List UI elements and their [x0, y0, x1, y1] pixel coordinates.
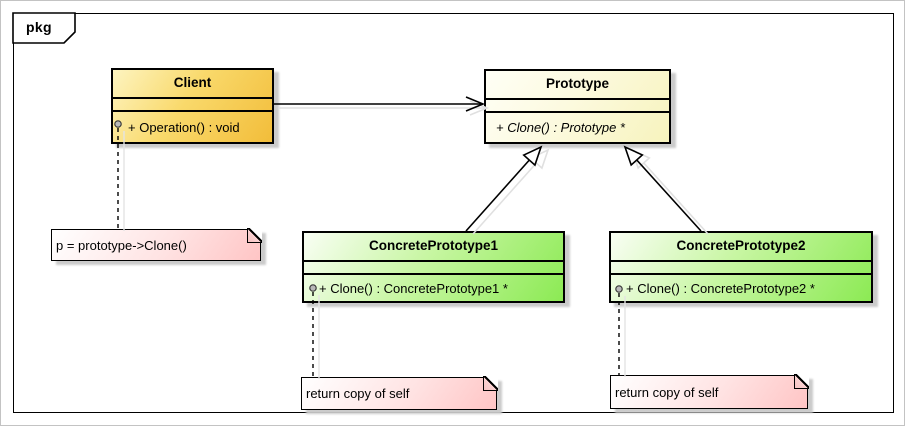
operation-client: + Operation() : void [128, 119, 240, 135]
class-concrete-prototype1[interactable]: ConcretePrototype1 + Clone() : ConcreteP… [302, 231, 565, 303]
class-client-operations-compartment: + Operation() : void [113, 112, 272, 142]
note-fold-corner-icon [793, 374, 809, 390]
class-concrete-prototype1-attributes-compartment [304, 262, 563, 275]
note-fold-corner-icon [482, 376, 498, 392]
class-concrete-prototype2-operations-compartment: + Clone() : ConcretePrototype2 * [611, 275, 871, 301]
class-concrete-prototype1-operations-compartment: + Clone() : ConcretePrototype1 * [304, 275, 563, 301]
class-prototype[interactable]: Prototype + Clone() : Prototype * [484, 69, 671, 144]
class-concrete-prototype1-name: ConcretePrototype1 [304, 233, 563, 262]
class-prototype-operations-compartment: + Clone() : Prototype * [486, 113, 669, 142]
class-concrete-prototype2-attributes-compartment [611, 262, 871, 275]
note-client-text: p = prototype->Clone() [56, 237, 187, 253]
note-concrete-prototype1[interactable]: return copy of self [301, 376, 498, 410]
note-concrete-prototype2-text: return copy of self [615, 384, 719, 400]
operation-concrete-prototype1: + Clone() : ConcretePrototype1 * [319, 280, 508, 296]
class-concrete-prototype2[interactable]: ConcretePrototype2 + Clone() : ConcreteP… [609, 231, 873, 303]
operation-prototype: + Clone() : Prototype * [496, 120, 625, 135]
class-client-name: Client [113, 70, 272, 99]
package-label: pkg [26, 19, 52, 35]
class-prototype-attributes-compartment [486, 100, 669, 113]
class-prototype-name: Prototype [486, 71, 669, 100]
note-concrete-prototype2[interactable]: return copy of self [610, 374, 809, 409]
class-concrete-prototype2-name: ConcretePrototype2 [611, 233, 871, 262]
package-frame [13, 13, 894, 413]
class-client-attributes-compartment [113, 99, 272, 112]
note-client[interactable]: p = prototype->Clone() [51, 228, 262, 261]
note-concrete-prototype1-text: return copy of self [306, 386, 410, 401]
operation-concrete-prototype2: + Clone() : ConcretePrototype2 * [626, 280, 815, 296]
class-client[interactable]: Client + Operation() : void [111, 68, 274, 144]
note-fold-corner-icon [246, 228, 262, 244]
